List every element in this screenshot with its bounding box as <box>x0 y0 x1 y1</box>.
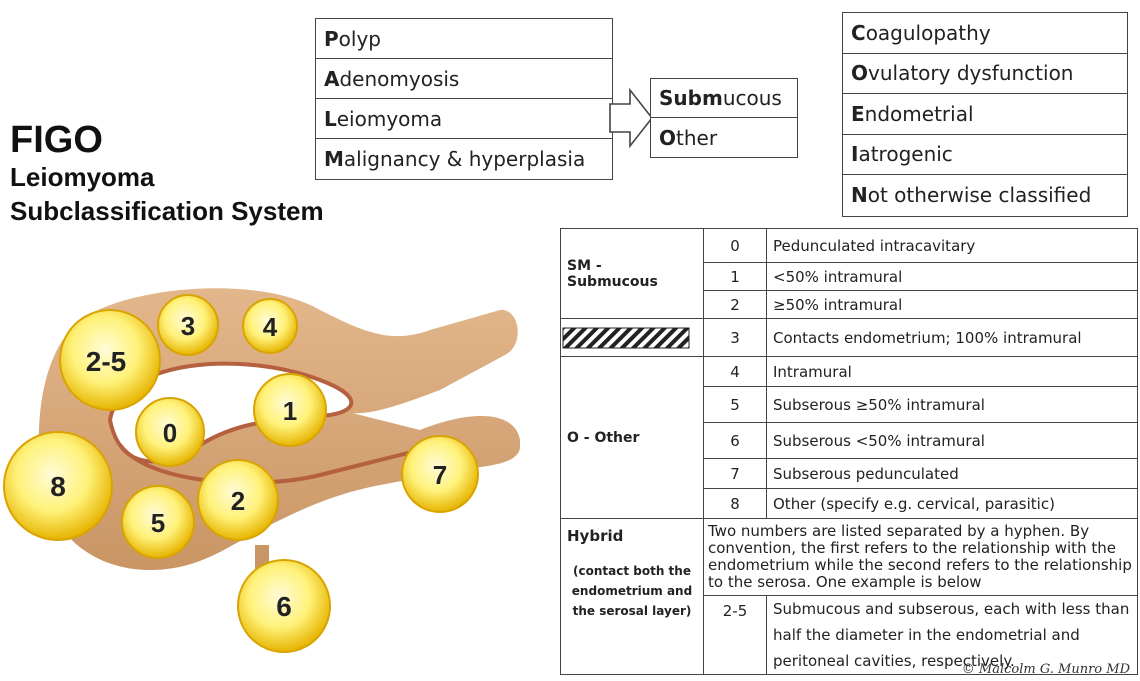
row-number: 0 <box>704 229 767 263</box>
row-number: 1 <box>704 263 767 291</box>
row-description: Subserous pedunculated <box>767 459 1138 489</box>
row-number: 4 <box>704 357 767 387</box>
row-description: ≥50% intramural <box>767 291 1138 319</box>
hatched-cell <box>561 319 704 357</box>
arrow-icon <box>608 88 656 152</box>
row-number: 3 <box>704 319 767 357</box>
hybrid-example-number: 2-5 <box>704 596 767 675</box>
label-2-5: 2-5 <box>86 346 126 377</box>
row-description: Pedunculated intracavitary <box>767 229 1138 263</box>
title-line-3: Subclassification System <box>10 194 324 228</box>
hybrid-table: Hybrid (contact both the endometrium and… <box>560 518 1138 675</box>
classification-table: SM - Submucous 0 Pedunculated intracavit… <box>560 228 1138 519</box>
label-7: 6 <box>276 591 292 622</box>
label-8: 7 <box>433 460 447 490</box>
row-description: Contacts endometrium; 100% intramural <box>767 319 1138 357</box>
label-4: 4 <box>263 312 278 342</box>
row-number: 6 <box>704 423 767 459</box>
row-number: 5 <box>704 387 767 423</box>
row-number: 2 <box>704 291 767 319</box>
row-description: <50% intramural <box>767 263 1138 291</box>
label-2: 2 <box>231 486 245 516</box>
credit: © Malcolm G. Munro MD <box>962 662 1130 677</box>
row-number: 7 <box>704 459 767 489</box>
row-description: Other (specify e.g. cervical, parasitic) <box>767 489 1138 519</box>
label-5: 5 <box>151 508 165 538</box>
row-description: Subserous ≥50% intramural <box>767 387 1138 423</box>
hybrid-note: Two numbers are listed separated by a hy… <box>704 519 1138 596</box>
group-label-submucous: SM - Submucous <box>561 229 704 319</box>
table-row: 3 Contacts endometrium; 100% intramural <box>561 319 1138 357</box>
label-1: 1 <box>283 396 297 426</box>
row-number: 8 <box>704 489 767 519</box>
hybrid-label: Hybrid <box>567 527 697 545</box>
table-row: O - Other 4 Intramural <box>561 357 1138 387</box>
hybrid-sublabel: (contact both the endometrium and the se… <box>567 561 697 621</box>
row-description: Intramural <box>767 357 1138 387</box>
table-row: SM - Submucous 0 Pedunculated intracavit… <box>561 229 1138 263</box>
hatch-pattern <box>561 327 703 349</box>
group-label-other: O - Other <box>561 357 704 519</box>
uterus-diagram: 8 2-5 3 4 0 1 5 2 7 6 <box>0 270 520 670</box>
label-6: 8 <box>50 471 66 502</box>
hybrid-label-cell: Hybrid (contact both the endometrium and… <box>561 519 704 675</box>
label-3: 3 <box>181 311 195 341</box>
row-description: Subserous <50% intramural <box>767 423 1138 459</box>
title-line-2: Leiomyoma <box>10 160 324 194</box>
label-0: 0 <box>163 418 177 448</box>
title-line-1: FIGO <box>10 120 324 160</box>
figure-title: FIGO Leiomyoma Subclassification System <box>10 120 324 228</box>
